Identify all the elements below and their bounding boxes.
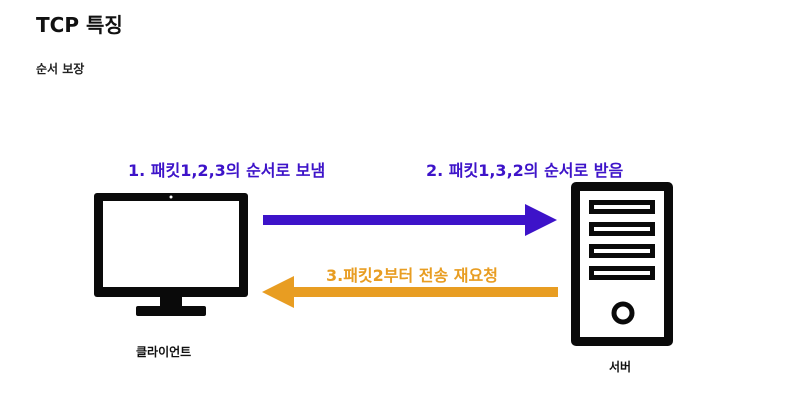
resend-step-label: 3.패킷2부터 전송 재요청	[326, 266, 498, 285]
send-arrow	[263, 204, 557, 236]
monitor-icon	[94, 193, 248, 316]
client-label: 클라이언트	[136, 345, 192, 359]
send-step-label: 1. 패킷1,2,3의 순서로 보냄	[128, 161, 326, 180]
receive-step-label: 2. 패킷1,3,2의 순서로 받음	[426, 161, 624, 180]
page-title: TCP 특징	[36, 13, 123, 37]
server-icon	[571, 182, 673, 346]
server-label: 서버	[609, 360, 632, 374]
resend-request-arrow	[262, 276, 558, 308]
page-subtitle: 순서 보장	[36, 62, 85, 76]
